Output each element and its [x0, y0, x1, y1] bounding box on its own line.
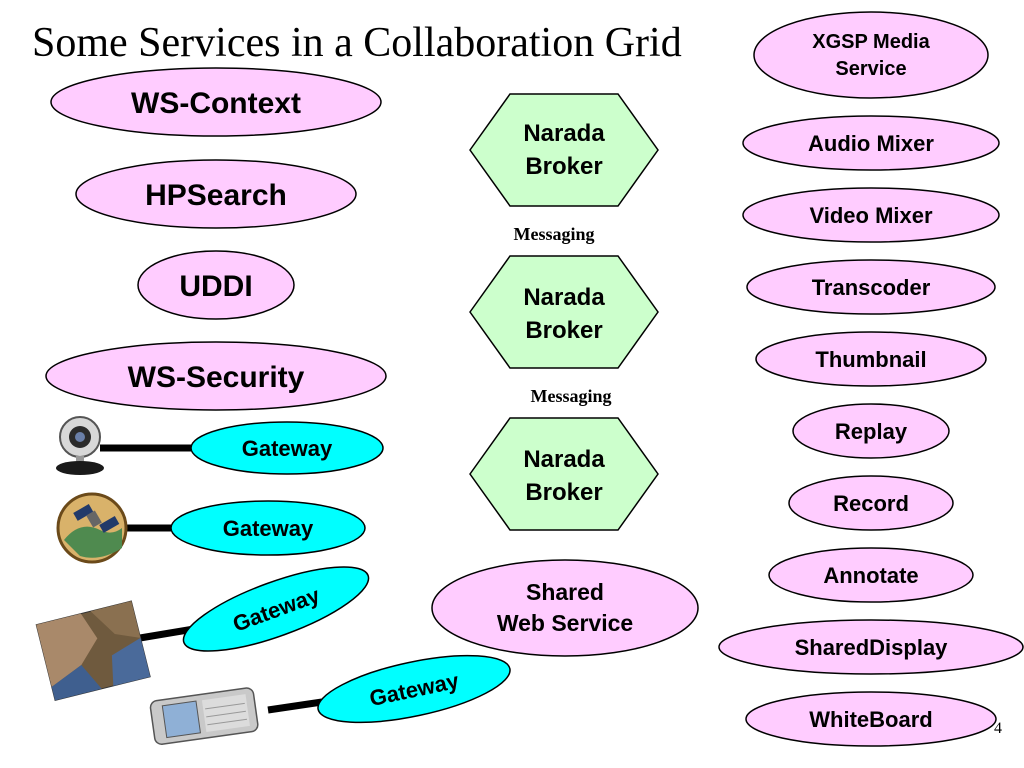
xgsp-label-line1: XGSP Media — [812, 31, 930, 53]
satellite-icon — [56, 492, 180, 564]
service-label: Record — [833, 491, 909, 516]
service-label: Thumbnail — [815, 347, 926, 372]
service-label: HPSearch — [145, 179, 287, 212]
service-thumbnail[interactable]: Thumbnail — [755, 331, 987, 387]
service-label: WS-Context — [131, 87, 301, 120]
broker-label-line1: Narada — [523, 284, 605, 311]
service-transcoder[interactable]: Transcoder — [746, 259, 996, 315]
narada-broker-2[interactable]: Narada Broker — [469, 255, 659, 369]
service-label: WS-Security — [128, 361, 305, 394]
shared-web-service[interactable]: Shared Web Service — [431, 559, 699, 657]
webcam-icon — [56, 416, 200, 475]
broker-label-line2: Broker — [525, 153, 602, 180]
shared-web-service-line2: Web Service — [497, 610, 633, 636]
narada-broker-3[interactable]: Narada Broker — [469, 417, 659, 531]
gateway-2[interactable]: Gateway — [170, 500, 366, 556]
service-label: Replay — [835, 419, 908, 444]
pda-icon — [149, 687, 323, 745]
map-icon — [35, 600, 201, 702]
service-label: WhiteBoard — [809, 707, 932, 732]
service-label: Transcoder — [812, 275, 931, 300]
service-label: Audio Mixer — [808, 131, 934, 156]
service-video-mixer[interactable]: Video Mixer — [742, 187, 1000, 243]
service-replay[interactable]: Replay — [792, 403, 950, 459]
slide-title: Some Services in a Collaboration Grid — [32, 20, 682, 66]
gateway-label: Gateway — [223, 516, 314, 541]
narada-broker-1[interactable]: Narada Broker — [469, 93, 659, 207]
gateway-4[interactable]: Gateway — [313, 642, 516, 736]
broker-label-line1: Narada — [523, 446, 605, 473]
service-whiteboard[interactable]: WhiteBoard — [745, 691, 997, 747]
service-shared-display[interactable]: SharedDisplay — [718, 619, 1024, 675]
service-audio-mixer[interactable]: Audio Mixer — [742, 115, 1000, 171]
gateway-1[interactable]: Gateway — [190, 421, 384, 475]
messaging-label-1: Messaging — [514, 224, 595, 244]
service-label: Video Mixer — [809, 203, 933, 228]
service-ws-security[interactable]: WS-Security — [45, 341, 387, 411]
service-label: Annotate — [823, 563, 918, 588]
broker-label-line1: Narada — [523, 120, 605, 147]
broker-label-line2: Broker — [525, 317, 602, 344]
service-ws-context[interactable]: WS-Context — [50, 67, 382, 137]
gateway-3[interactable]: Gateway — [175, 550, 378, 668]
service-uddi[interactable]: UDDI — [137, 250, 295, 320]
service-record[interactable]: Record — [788, 475, 954, 531]
xgsp-label-line2: Service — [835, 58, 906, 80]
gateway-label: Gateway — [242, 436, 333, 461]
service-hpsearch[interactable]: HPSearch — [75, 159, 357, 229]
service-annotate[interactable]: Annotate — [768, 547, 974, 603]
broker-label-line2: Broker — [525, 479, 602, 506]
shared-web-service-line1: Shared — [526, 579, 604, 605]
messaging-label-2: Messaging — [531, 386, 612, 406]
xgsp-media-service[interactable]: XGSP Media Service — [753, 11, 989, 99]
service-label: UDDI — [179, 270, 252, 303]
page-number: 4 — [994, 720, 1002, 737]
service-label: SharedDisplay — [795, 635, 949, 660]
